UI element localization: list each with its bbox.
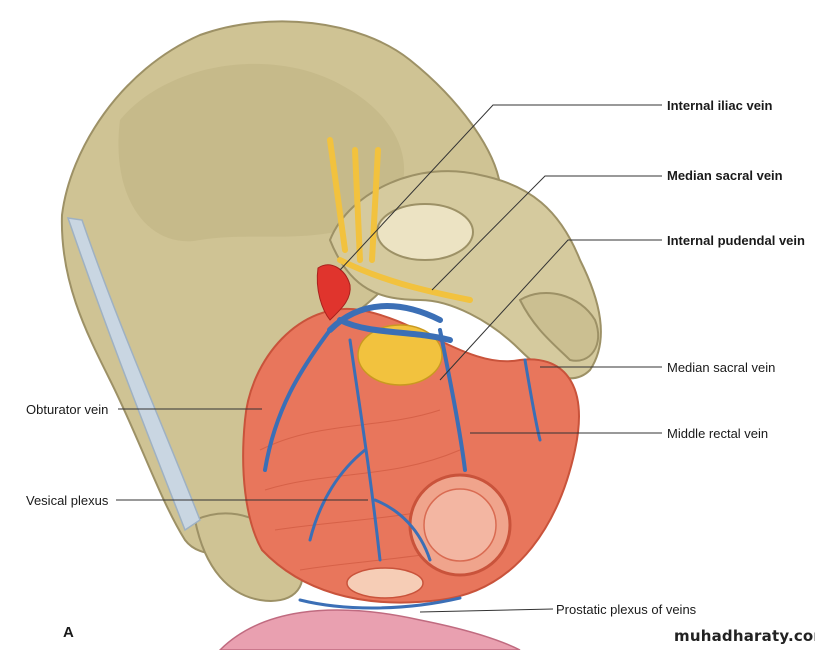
internal-iliac-artery [316, 264, 351, 321]
label-prostatic-plexus: Prostatic plexus of veins [556, 602, 697, 617]
leader-median-sacral-top [431, 175, 662, 291]
leader-internal-pudendal [439, 239, 662, 381]
muscle-fibers [259, 409, 501, 571]
label-middle-rectal-vein: Middle rectal vein [667, 426, 769, 441]
rectum-lumen [423, 488, 497, 562]
label-vesical-plexus: Vesical plexus [26, 493, 109, 508]
leader-prostatic [419, 608, 554, 613]
veins [263, 303, 542, 610]
iliac-fossa [118, 63, 405, 242]
label-obturator-vein: Obturator vein [26, 402, 109, 417]
seminal-vesicle [357, 324, 443, 386]
leader-internal-iliac [339, 104, 662, 271]
internal-iliac-vein-path [327, 303, 453, 343]
sacrotuberous-ligament [66, 217, 201, 532]
middle-rectal-vein-path [438, 328, 467, 472]
vesical-plexus-path [308, 338, 432, 562]
prostatic-plexus-path [298, 596, 462, 610]
obturator-vein-path [263, 328, 332, 472]
label-internal-pudendal-vein: Internal pudendal vein [667, 233, 805, 248]
sacral-nerves [327, 137, 473, 303]
median-sacral-vein-path [523, 358, 542, 442]
panel-letter: A [63, 624, 74, 641]
urethra-section [346, 567, 424, 599]
label-internal-iliac-vein: Internal iliac vein [667, 98, 773, 113]
label-median-sacral-vein-top: Median sacral vein [667, 168, 783, 183]
sacral-promontory [376, 203, 474, 261]
coccyx [518, 291, 600, 362]
label-median-sacral-vein-right: Median sacral vein [667, 360, 776, 375]
watermark: muhadharaty.com [674, 627, 815, 645]
leader-lines [116, 104, 662, 613]
penile-structure [218, 609, 521, 651]
